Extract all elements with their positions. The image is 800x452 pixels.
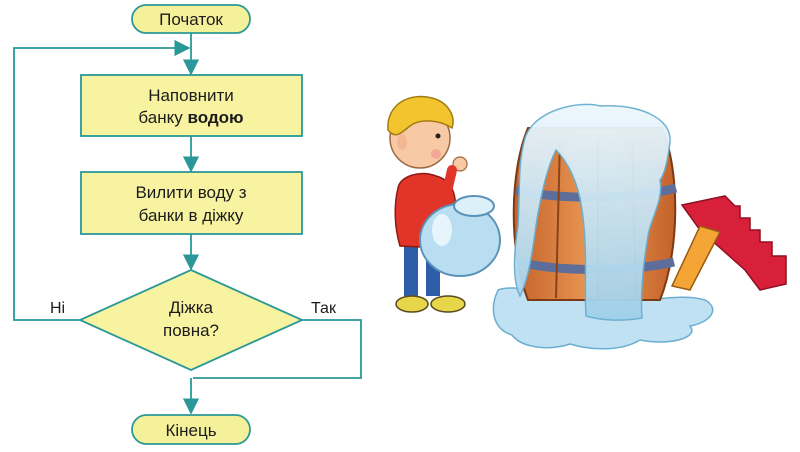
end-terminal: Кінець — [131, 414, 251, 445]
step1-line2-bold: водою — [187, 108, 243, 127]
glass-jar — [419, 195, 501, 277]
start-terminal: Початок — [131, 4, 251, 34]
decision-barrel-full: Діжка повна? — [77, 269, 305, 371]
end-label: Кінець — [165, 421, 216, 440]
step2-line1: Вилити воду з — [135, 183, 246, 202]
red-slide — [670, 195, 787, 291]
start-label: Початок — [159, 10, 223, 29]
overflowing-water — [513, 103, 671, 321]
step1-line1: Наповнити — [148, 86, 234, 105]
connectors — [13, 33, 362, 415]
step1-line2: банку водою — [138, 108, 243, 127]
step2-line2: банки в діжку — [139, 206, 244, 225]
illustration-boy-barrel — [387, 95, 787, 350]
process-fill-jar: Наповнити банку водою — [80, 74, 303, 137]
decision-line1: Діжка — [169, 298, 213, 317]
process-pour-water: Вилити воду з банки в діжку — [80, 171, 303, 235]
boy — [387, 95, 468, 313]
arrow-yes-to-end — [193, 319, 362, 379]
flowchart: Початок Наповнити банку водою Вилити вод… — [13, 4, 362, 445]
decision-line2: повна? — [163, 321, 219, 340]
no-label: Ні — [50, 300, 65, 317]
arrow-no-loop — [13, 39, 191, 321]
yes-label: Так — [311, 300, 337, 317]
step1-line2-normal: банку — [138, 108, 187, 127]
